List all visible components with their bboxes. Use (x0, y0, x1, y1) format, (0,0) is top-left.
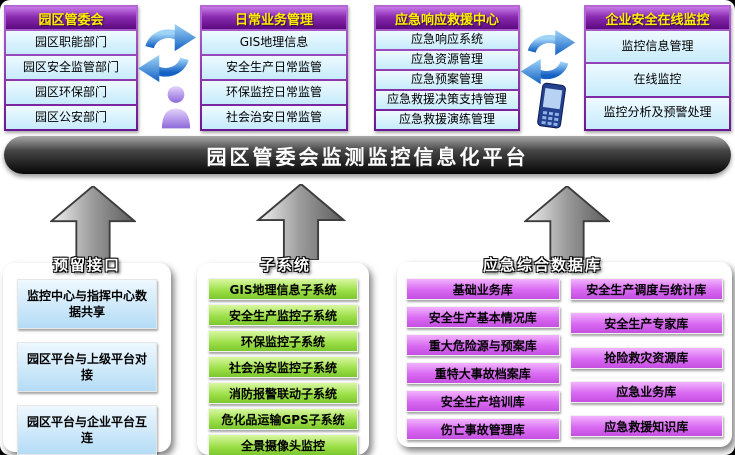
monitoring-item: 在线监控 (586, 64, 729, 96)
person-icon (158, 84, 194, 134)
section-label-reserved-interface: 预留接口 (52, 256, 121, 274)
column-park-committee: 园区管委会 园区职能部门 园区安全监管部门 园区环保部门 园区公安部门 (4, 5, 138, 131)
subsystem-item: 全景摄像头监控 (208, 434, 358, 455)
database-column-left: 基础业务库 安全生产基本情况库 重大危险源与预案库 重特大事故档案库 安全生产培… (406, 278, 560, 440)
subsystem-item: GIS地理信息子系统 (208, 278, 358, 300)
emergency-item: 应急救援决策支持管理 (376, 91, 518, 109)
database-item: 重大危险源与预案库 (406, 334, 560, 356)
subsystem-item: 安全生产监控子系统 (208, 304, 358, 326)
column-emergency-center: 应急响应救援中心 应急响应系统 应急资源管理 应急预案管理 应急救援决策支持管理… (374, 5, 520, 131)
column-header: 企业安全在线监控 (586, 7, 729, 29)
column-daily-business: 日常业务管理 GIS地理信息 安全生产日常监管 环保监控日常监管 社会治安日常监… (200, 5, 348, 131)
reserved-interface-panel: 监控中心与指挥中心数据共享 园区平台与上级平台对接 园区平台与企业平台互连 (3, 263, 171, 455)
emergency-item: 应急救援演练管理 (376, 111, 518, 129)
business-item: 安全生产日常监管 (202, 56, 346, 79)
dept-item: 园区职能部门 (6, 31, 136, 54)
business-item: GIS地理信息 (202, 31, 346, 54)
database-column-right: 安全生产调度与统计库 安全生产专家库 抢险救灾资源库 应急业务库 应急救援知识库 (569, 278, 723, 437)
database-item: 安全生产培训库 (406, 390, 560, 412)
section-label-subsystems: 子系统 (259, 256, 311, 274)
database-item: 基础业务库 (406, 278, 560, 300)
monitoring-item: 监控信息管理 (586, 31, 729, 63)
column-enterprise-monitoring: 企业安全在线监控 监控信息管理 在线监控 监控分析及预警处理 (584, 5, 731, 131)
up-arrow-icon (522, 184, 612, 264)
subsystem-item: 社会治安监控子系统 (208, 356, 358, 378)
emergency-item: 应急预案管理 (376, 71, 518, 89)
dept-item: 园区安全监管部门 (6, 56, 136, 79)
database-item: 应急业务库 (569, 380, 723, 403)
sync-arrows-icon (138, 22, 196, 88)
database-item: 安全生产专家库 (569, 312, 723, 335)
sync-arrows-icon (520, 28, 576, 90)
dept-item: 园区环保部门 (6, 81, 136, 104)
emergency-item: 应急响应系统 (376, 31, 518, 49)
database-item: 抢险救灾资源库 (569, 346, 723, 369)
database-item: 伤亡事故管理库 (406, 418, 560, 440)
database-item: 重特大事故档案库 (406, 362, 560, 384)
interface-item: 园区平台与上级平台对接 (17, 342, 157, 392)
dept-item: 园区公安部门 (6, 106, 136, 129)
database-item: 安全生产基本情况库 (406, 306, 560, 328)
column-header: 园区管委会 (6, 7, 136, 29)
subsystem-item: 环保监控子系统 (208, 330, 358, 352)
subsystems-panel: GIS地理信息子系统 安全生产监控子系统 环保监控子系统 社会治安监控子系统 消… (197, 263, 369, 455)
database-item: 安全生产调度与统计库 (569, 278, 723, 300)
subsystem-item: 消防报警联动子系统 (208, 382, 358, 404)
section-label-emergency-database: 应急综合数据库 (482, 256, 602, 274)
up-arrow-icon (48, 184, 138, 264)
interface-item: 园区平台与企业平台互连 (17, 405, 157, 455)
business-item: 社会治安日常监管 (202, 106, 346, 129)
interface-item: 监控中心与指挥中心数据共享 (17, 279, 157, 329)
emergency-item: 应急资源管理 (376, 51, 518, 69)
database-item: 应急救援知识库 (569, 415, 723, 437)
column-header: 应急响应救援中心 (376, 7, 518, 29)
up-arrow-icon (250, 182, 352, 264)
monitoring-item: 监控分析及预警处理 (586, 97, 729, 129)
column-header: 日常业务管理 (202, 7, 346, 29)
platform-banner: 园区管委会监测监控信息化平台 (4, 136, 731, 174)
subsystem-item: 危化品运输GPS子系统 (208, 408, 358, 430)
mobile-device-icon (530, 82, 572, 134)
business-item: 环保监控日常监管 (202, 81, 346, 104)
emergency-database-panel: 基础业务库 安全生产基本情况库 重大危险源与预案库 重特大事故档案库 安全生产培… (397, 262, 732, 447)
